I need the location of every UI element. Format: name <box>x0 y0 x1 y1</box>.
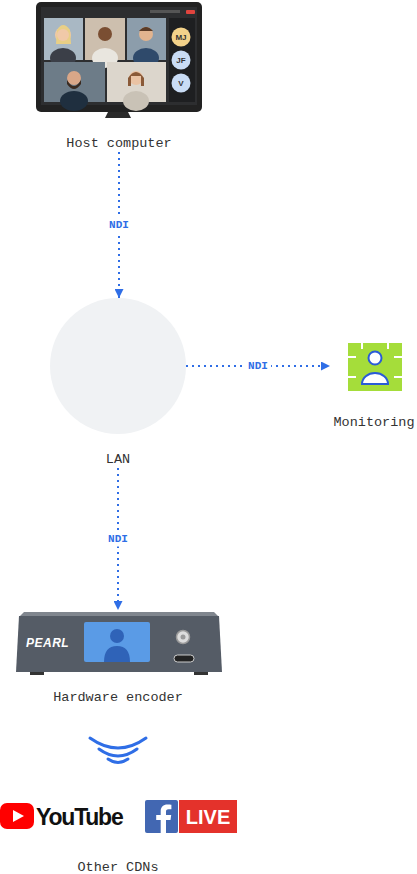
node-caption: LAN <box>50 451 186 468</box>
monitor-illustration <box>36 2 202 118</box>
node-caption: Monitoring <box>330 414 417 431</box>
node-circle-outline <box>50 298 186 434</box>
node-caption: Host computer <box>36 135 202 152</box>
cdn-caption: Other CDNs <box>77 860 158 874</box>
edge-label: NDI <box>106 218 132 233</box>
encoder-node: Hardware encoder <box>14 610 222 706</box>
host-computer-node: Host computer <box>36 0 202 152</box>
node-caption: Hardware encoder <box>14 689 222 706</box>
encoder-illustration <box>16 612 222 675</box>
avatar-initials: MJ <box>175 33 186 42</box>
avatar-initials: JF <box>176 56 185 65</box>
avatar-initials: V <box>178 79 183 88</box>
node-circle <box>50 298 186 434</box>
facebook-live-logo <box>145 800 237 833</box>
edge-label: NDI <box>105 532 131 547</box>
wireless-symbol <box>90 738 146 763</box>
monitoring-node: Monitoring <box>330 340 417 431</box>
brand-logo-text: PEARL <box>26 636 69 650</box>
edge-label: NDI <box>245 359 271 374</box>
live-logo-text: LIVE <box>186 806 230 829</box>
monitoring-icon <box>348 343 402 391</box>
youtube-logo <box>0 803 34 829</box>
youtube-logo-text: YouTube <box>36 804 123 831</box>
lan-node: LAN <box>50 298 186 468</box>
